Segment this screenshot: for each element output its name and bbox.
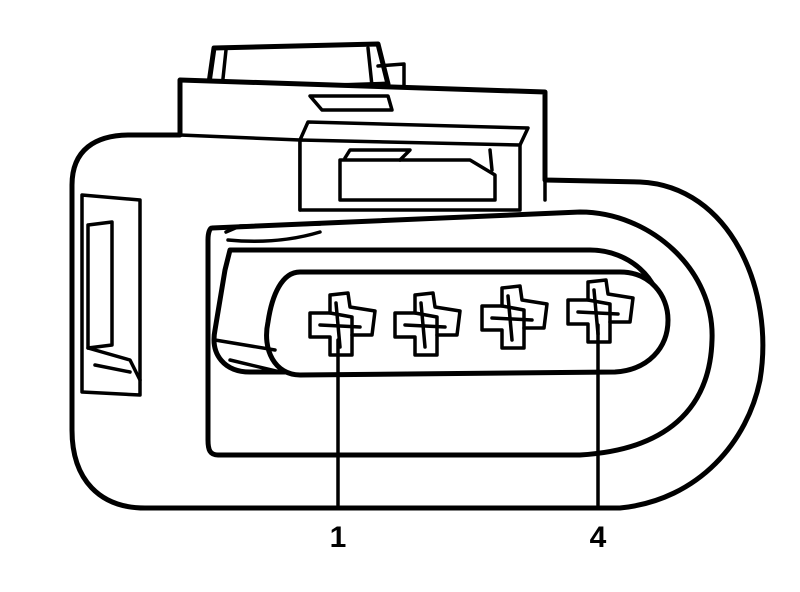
pin-2 bbox=[393, 291, 462, 357]
callout-label-4: 4 bbox=[590, 521, 607, 554]
pin-1 bbox=[308, 291, 377, 357]
callout-label-1: 1 bbox=[330, 521, 347, 554]
side-window bbox=[80, 193, 142, 397]
inner-cavity bbox=[205, 209, 715, 458]
pin-3 bbox=[480, 284, 549, 350]
pin-face bbox=[211, 247, 671, 378]
